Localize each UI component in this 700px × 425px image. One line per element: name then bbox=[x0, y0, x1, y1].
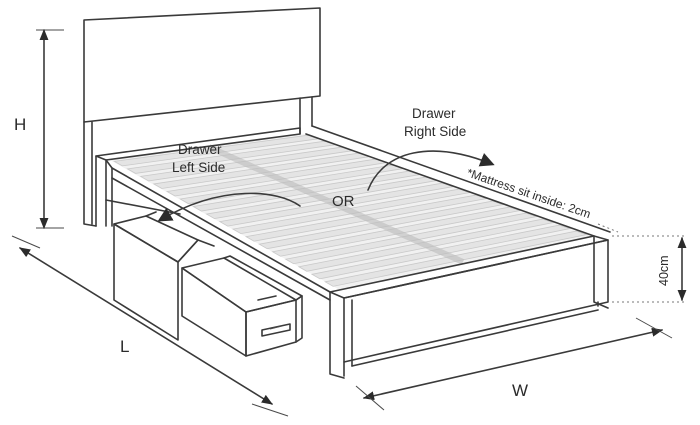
side-height-label: 40cm bbox=[657, 255, 671, 286]
drawer-rear bbox=[113, 211, 215, 341]
drawer-right-label-line1: Drawer bbox=[412, 106, 456, 121]
or-label: OR bbox=[332, 193, 355, 210]
length-dimension bbox=[11, 235, 289, 417]
drawer-right-arrow bbox=[367, 150, 495, 191]
width-dimension bbox=[355, 317, 673, 411]
length-label: L bbox=[120, 337, 129, 356]
near-side-rail bbox=[111, 167, 331, 301]
centre-support-rail bbox=[207, 144, 465, 265]
drawer-left-label-line2: Left Side bbox=[172, 160, 225, 175]
drawer-front bbox=[181, 255, 303, 357]
drawer-left-arrow bbox=[157, 192, 301, 222]
width-label: W bbox=[512, 381, 528, 400]
height-label: H bbox=[14, 115, 26, 134]
headboard bbox=[83, 7, 321, 227]
drawer-left-label-line1: Drawer bbox=[178, 142, 222, 157]
mattress-note-leader bbox=[597, 223, 619, 233]
slat-base bbox=[110, 134, 594, 290]
side-height-dimension bbox=[612, 235, 687, 303]
height-dimension bbox=[36, 28, 64, 230]
drawer-right-label-line2: Right Side bbox=[404, 124, 466, 139]
right-side-rail bbox=[305, 125, 611, 237]
